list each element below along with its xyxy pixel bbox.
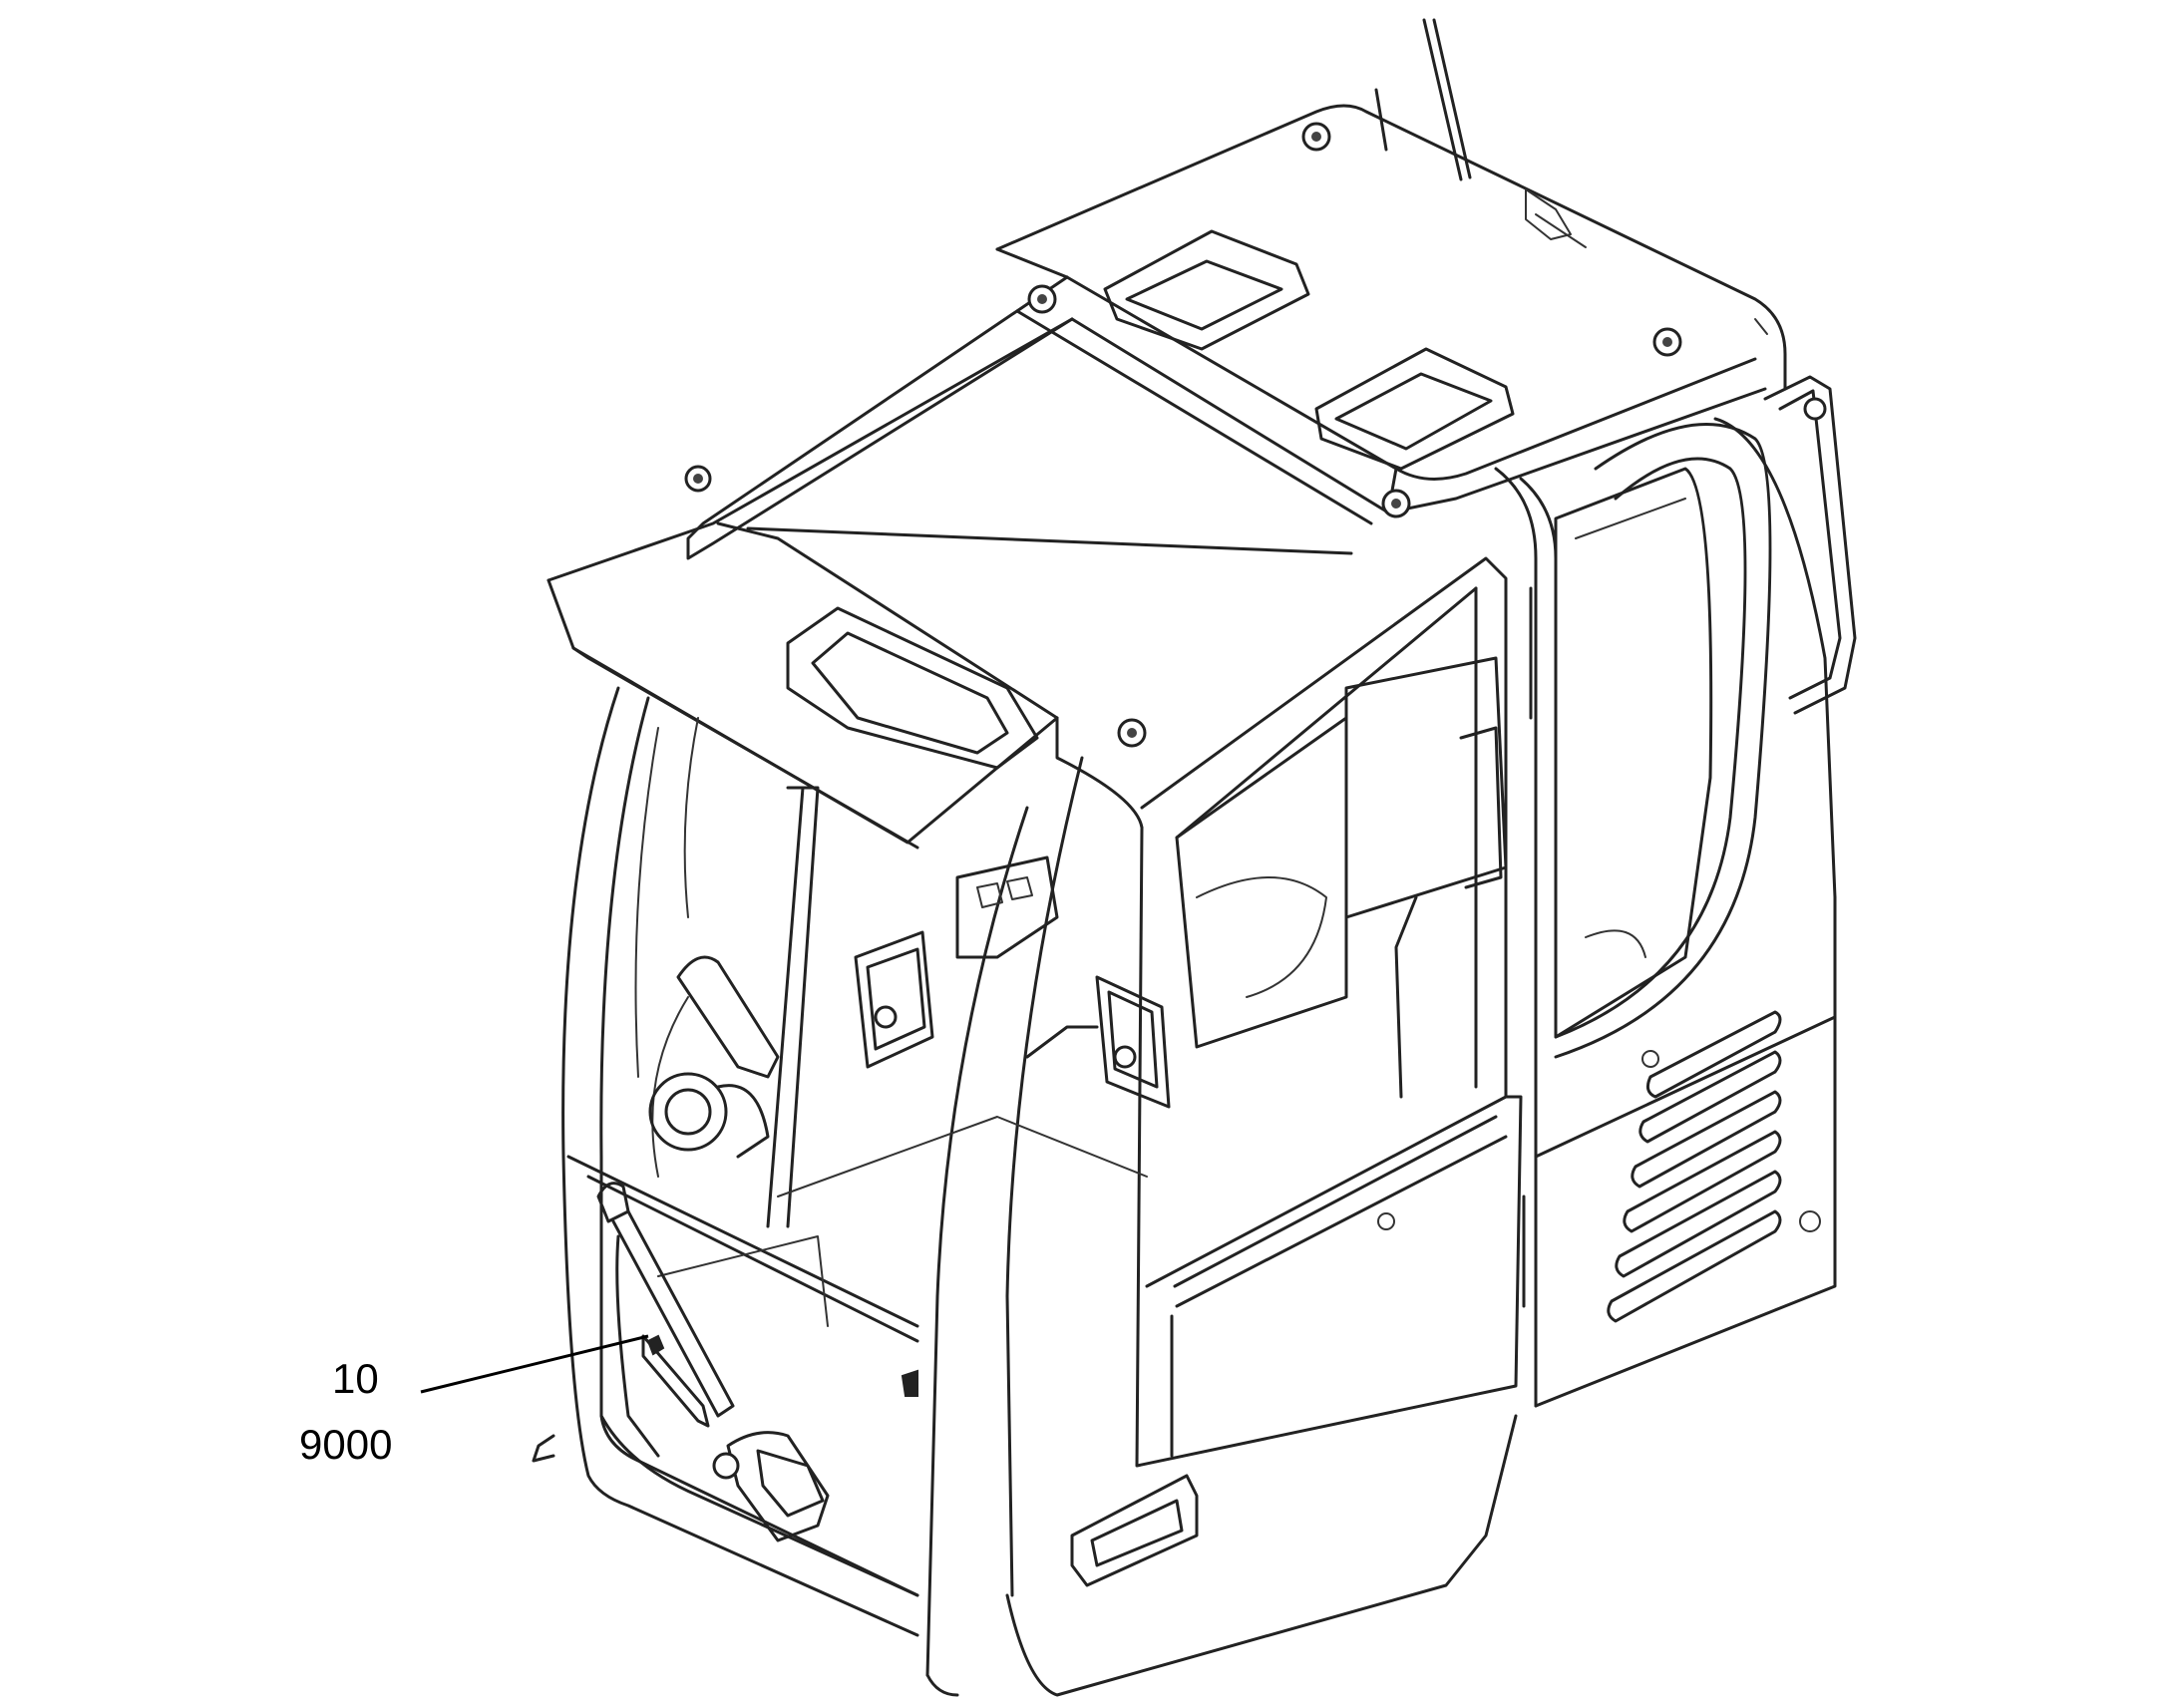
sun-visor: [546, 317, 1353, 850]
front-frame: [532, 686, 1518, 1697]
callout-part-code: 9000: [299, 1421, 393, 1468]
wiper-assembly: [596, 1182, 919, 1597]
callout-item-number: 10: [332, 1355, 379, 1402]
side-door: [1070, 556, 1533, 1587]
cab-roof: [684, 18, 1787, 748]
callout-leader-line: [420, 1334, 649, 1394]
rear-body: [1494, 375, 1857, 1408]
cab-interior: [634, 467, 1713, 1327]
